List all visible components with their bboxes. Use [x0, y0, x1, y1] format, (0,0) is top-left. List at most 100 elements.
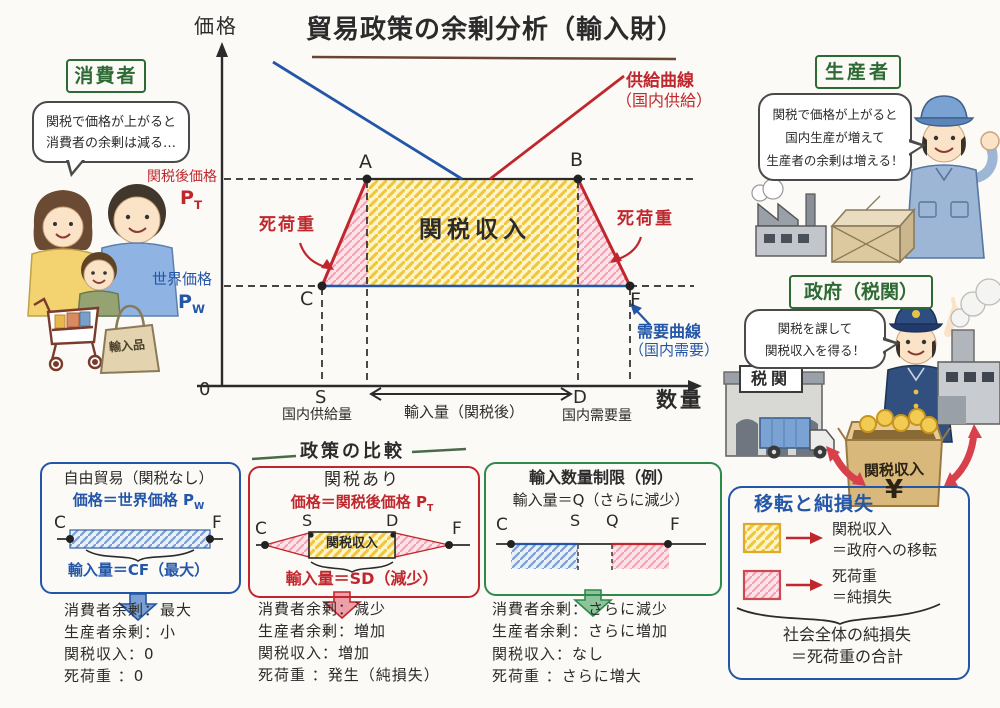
- x-axis-arrow: [688, 380, 702, 392]
- government-factory-icon: [937, 278, 1000, 425]
- import-qty-label: 輸入量（関税後）: [404, 403, 525, 421]
- tariff-result-2: 生産者余剰：増加: [258, 622, 387, 640]
- free-trade-box: [40, 462, 241, 594]
- government-title: 政府（税関）: [789, 275, 933, 309]
- quota-diagram: [496, 540, 706, 570]
- supply-curve-label: 供給曲線: [626, 71, 694, 91]
- free-trade-price-line: 価格＝世界価格 PW: [72, 491, 205, 512]
- page-title: 貿易政策の余剰分析（輸入財）: [305, 15, 684, 45]
- quota-point-f: F: [670, 515, 680, 535]
- deadweight-right-arrow: [610, 236, 643, 263]
- producer-speech-bubble: 関税で価格が上がると 国内生産が増えて 生産者の余剰は増える！: [758, 93, 926, 181]
- tariff-point-f: F: [452, 519, 462, 539]
- point-c: C: [300, 288, 314, 310]
- import-bag-icon: [99, 304, 161, 375]
- tariff-result-4: 死荷重 ：発生（純損失）: [258, 666, 440, 684]
- free-trade-diagram: [57, 529, 223, 562]
- producer-factory-icon: [751, 178, 827, 257]
- dashed-guides: [224, 178, 694, 384]
- producer-worker-illustration: [905, 95, 1000, 259]
- quota-line: 輸入量＝Q（さらに減少）: [512, 491, 690, 509]
- y-axis-arrow: [216, 42, 228, 57]
- import-quantity-arrow: [369, 387, 573, 401]
- tariff-point-c: C: [255, 519, 267, 539]
- main-graph: [197, 42, 702, 401]
- free-trade-result-2: 生産者余剰：小: [64, 623, 177, 641]
- quota-result-3: 関税収入：なし: [492, 645, 605, 663]
- tariff-price-label: 関税後価格: [147, 169, 217, 185]
- legend-footer-line2: ＝死荷重の合計: [790, 647, 903, 666]
- quota-result-4: 死荷重 ：さらに増大: [492, 667, 642, 685]
- domestic-supply-qty-label: 国内供給量: [282, 407, 352, 423]
- tariff-revenue-region: [367, 179, 578, 286]
- truck-icon: [759, 417, 835, 459]
- deadweight-left-label: 死荷重: [259, 215, 316, 235]
- legend-title: 移転と純損失: [754, 493, 875, 515]
- comparison-header: 政策の比較: [300, 441, 405, 462]
- free-trade-point-c: C: [54, 513, 66, 533]
- free-trade-point-f: F: [212, 513, 222, 533]
- quota-point-q: Q: [606, 511, 619, 530]
- tariff-result-3: 関税収入：増加: [258, 644, 371, 662]
- tariff-point-s: S: [302, 511, 313, 530]
- tariff-diagram: [256, 531, 470, 573]
- legend-item2-line1: 死荷重: [832, 567, 878, 585]
- consumer-speech-bubble: 関税で価格が上がると 消費者の余剰は減る…: [32, 101, 190, 177]
- comparison-header-rules: [251, 447, 467, 461]
- legend-footer-line1: 社会全体の純損失: [782, 625, 911, 644]
- producer-crate-icon: [830, 195, 916, 264]
- tariff-revenue-box-icon: [837, 408, 951, 507]
- point-b: B: [570, 149, 584, 171]
- tariff-title: 関税あり: [324, 470, 400, 490]
- quota-result-1: 消費者余剰：さらに減少: [492, 600, 669, 618]
- consumer-title: 消費者: [66, 59, 146, 93]
- yen-symbol: ¥: [884, 475, 904, 505]
- tariff-revenue-label: 関税収入: [419, 217, 531, 243]
- quota-box: [484, 462, 722, 596]
- quota-result-2: 生産者余剰：さらに増加: [492, 622, 669, 640]
- point-d: D: [573, 387, 587, 408]
- government-speech-bubble: 関税を課して 関税収入を得る！: [744, 309, 900, 369]
- tariff-revenue-small-label: 関税収入: [325, 536, 378, 551]
- customs-sign-label: 税関: [750, 369, 791, 388]
- tariff-price-symbol: PT: [180, 187, 202, 212]
- tariff-result-1: 消費者余剰：減少: [258, 600, 387, 618]
- free-trade-result-1: 消費者余剰：最大: [64, 601, 193, 619]
- point-a: A: [359, 151, 372, 173]
- tariff-price-line: 価格＝関税後価格 PT: [290, 493, 434, 514]
- demand-curve-sublabel: （国内需要）: [629, 341, 720, 359]
- graph-points: [317, 174, 635, 291]
- free-trade-result-4: 死荷重 ：0: [64, 667, 145, 685]
- supply-curve: [489, 74, 625, 181]
- legend-graphics: [736, 522, 941, 626]
- supply-curve-sublabel: （国内供給）: [616, 91, 713, 110]
- consumer-family-illustration: [27, 184, 179, 317]
- tariff-import-line: 輸入量＝SD（減少）: [285, 569, 439, 588]
- quota-title: 輸入数量制限（例）: [528, 468, 673, 487]
- free-trade-result-3: 関税収入：0: [64, 645, 155, 663]
- deadweight-left-arrow: [298, 242, 334, 270]
- free-trade-title: 自由貿易（関税なし）: [63, 469, 214, 487]
- x-axis-label: 数量: [656, 388, 704, 412]
- y-axis-label: 価格: [194, 14, 238, 38]
- quota-point-s: S: [570, 511, 581, 530]
- shopping-cart-icon: [33, 297, 103, 372]
- demand-label-arrow: [630, 303, 651, 326]
- free-trade-down-arrow: [117, 593, 159, 622]
- world-price-symbol: PW: [178, 291, 205, 316]
- legend-item1-line1: 関税収入: [832, 520, 893, 538]
- revenue-flow-arrows: [826, 424, 982, 486]
- free-trade-import-line: 輸入量＝CF（最大）: [67, 561, 210, 579]
- point-f: F: [630, 289, 641, 311]
- demand-curve: [272, 60, 463, 181]
- legend-item2-line2: ＝純損失: [832, 588, 893, 606]
- legend-item1-line2: ＝政府への移転: [832, 541, 938, 559]
- world-price-label: 世界価格: [152, 270, 213, 288]
- demand-curve-segment-BF: [576, 178, 632, 287]
- quota-down-arrow: [572, 589, 614, 618]
- legend-box: [728, 486, 970, 680]
- deadweight-right-label: 死荷重: [617, 209, 674, 229]
- tariff-box: [248, 466, 480, 598]
